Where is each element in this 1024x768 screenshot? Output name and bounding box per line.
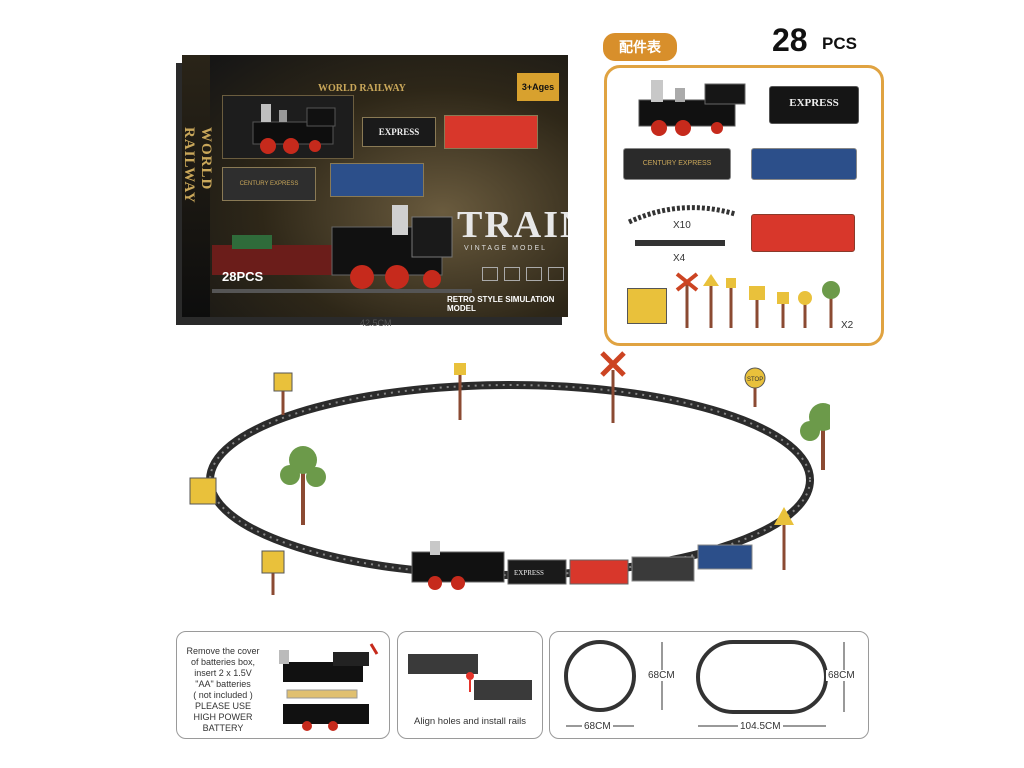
stop-sign-text: STOP: [747, 377, 763, 383]
box-tagline: RETRO STYLE SIMULATION MODEL: [447, 295, 555, 313]
oval-layout-icon: [696, 640, 828, 714]
curved-track-qty: X10: [673, 220, 691, 231]
assembled-track-scene: STOP EXPRESS: [189, 351, 830, 595]
rail-instruction-text: Align holes and install rails: [414, 716, 526, 727]
box-width-label: 42.5CM: [360, 318, 392, 328]
age-badge: 3+Ages: [517, 73, 559, 101]
battery-locomotive-icon: [279, 643, 379, 731]
box-brand: WORLD RAILWAY: [318, 83, 406, 94]
scene-signs: STOP: [189, 351, 794, 595]
battery-line: of batteries box,: [190, 657, 256, 667]
box-express-card: EXPRESS: [362, 117, 436, 147]
box-express-label: EXPRESS: [378, 127, 420, 137]
box-side: WORLD RAILWAY: [182, 55, 214, 317]
circle-width-label: 68CM: [582, 721, 613, 732]
box-blue-car: [330, 163, 424, 197]
straight-track-icon: [635, 240, 725, 246]
battery-line: insert 2 x 1.5V: [194, 668, 252, 678]
battery-line: "AA" batteries: [195, 679, 251, 689]
box-red-car: [444, 115, 538, 149]
express-tender: EXPRESS: [769, 86, 859, 124]
rail-connect-icon: [408, 654, 532, 700]
black-passenger-car: CENTURY EXPRESS: [623, 148, 731, 180]
box-locomotive-card: [222, 95, 354, 159]
scene-train: EXPRESS: [411, 541, 753, 590]
express-label: EXPRESS: [789, 97, 839, 109]
straight-track-qty: X4: [673, 253, 686, 264]
battery-instruction-panel: Remove the cover of batteries box, inser…: [176, 631, 390, 739]
box-side-brand: WORLD RAILWAY: [182, 127, 214, 204]
track-size-panel: 68CM 68CM 104.5CM 68CM: [549, 631, 869, 739]
box-century-label: CENTURY EXPRESS: [239, 181, 299, 187]
feature-icons: [482, 267, 564, 286]
box-title: TRAIN: [457, 204, 568, 246]
tree-qty: X2: [841, 320, 854, 331]
locomotive-icon: [252, 104, 336, 154]
scene-trees: [280, 403, 830, 525]
road-signs-icon: [675, 272, 840, 328]
piece-count-unit: PCS: [822, 34, 857, 53]
circle-layout-icon: [564, 640, 636, 712]
box-pcs: 28PCS: [222, 269, 264, 284]
scene-express-label: EXPRESS: [514, 569, 544, 577]
oval-width-label: 104.5CM: [738, 721, 783, 732]
battery-line: PLEASE USE: [194, 701, 252, 711]
curved-track-icon: [627, 205, 736, 225]
box-black-car: CENTURY EXPRESS: [222, 167, 316, 201]
accessories-panel: EXPRESS CENTURY EXPRESS X10 X4 X2: [604, 65, 884, 346]
station-sign-icon: [627, 288, 667, 324]
box-subtitle: VINTAGE MODEL: [464, 245, 548, 252]
product-box: WORLD RAILWAY WORLD RAILWAY 3+Ages EXPRE…: [182, 55, 568, 317]
battery-line: ( not included ): [193, 690, 253, 700]
rail-instruction-panel: Align holes and install rails: [397, 631, 543, 739]
piece-count: 28: [772, 22, 808, 58]
accessories-tag: 配件表: [603, 33, 677, 61]
red-passenger-car: [751, 214, 855, 252]
battery-line: Remove the cover: [186, 646, 260, 656]
battery-line: HIGH POWER: [193, 712, 253, 722]
battery-line: BATTERY: [202, 723, 244, 733]
century-label: CENTURY EXPRESS: [642, 160, 712, 167]
battery-instructions: Remove the cover of batteries box, inser…: [179, 646, 267, 734]
blue-passenger-car: [751, 148, 857, 180]
circle-height-label: 68CM: [646, 670, 677, 681]
locomotive-icon: [638, 80, 746, 136]
box-train-scene: [212, 205, 472, 293]
oval-height-label: 68CM: [826, 670, 857, 681]
